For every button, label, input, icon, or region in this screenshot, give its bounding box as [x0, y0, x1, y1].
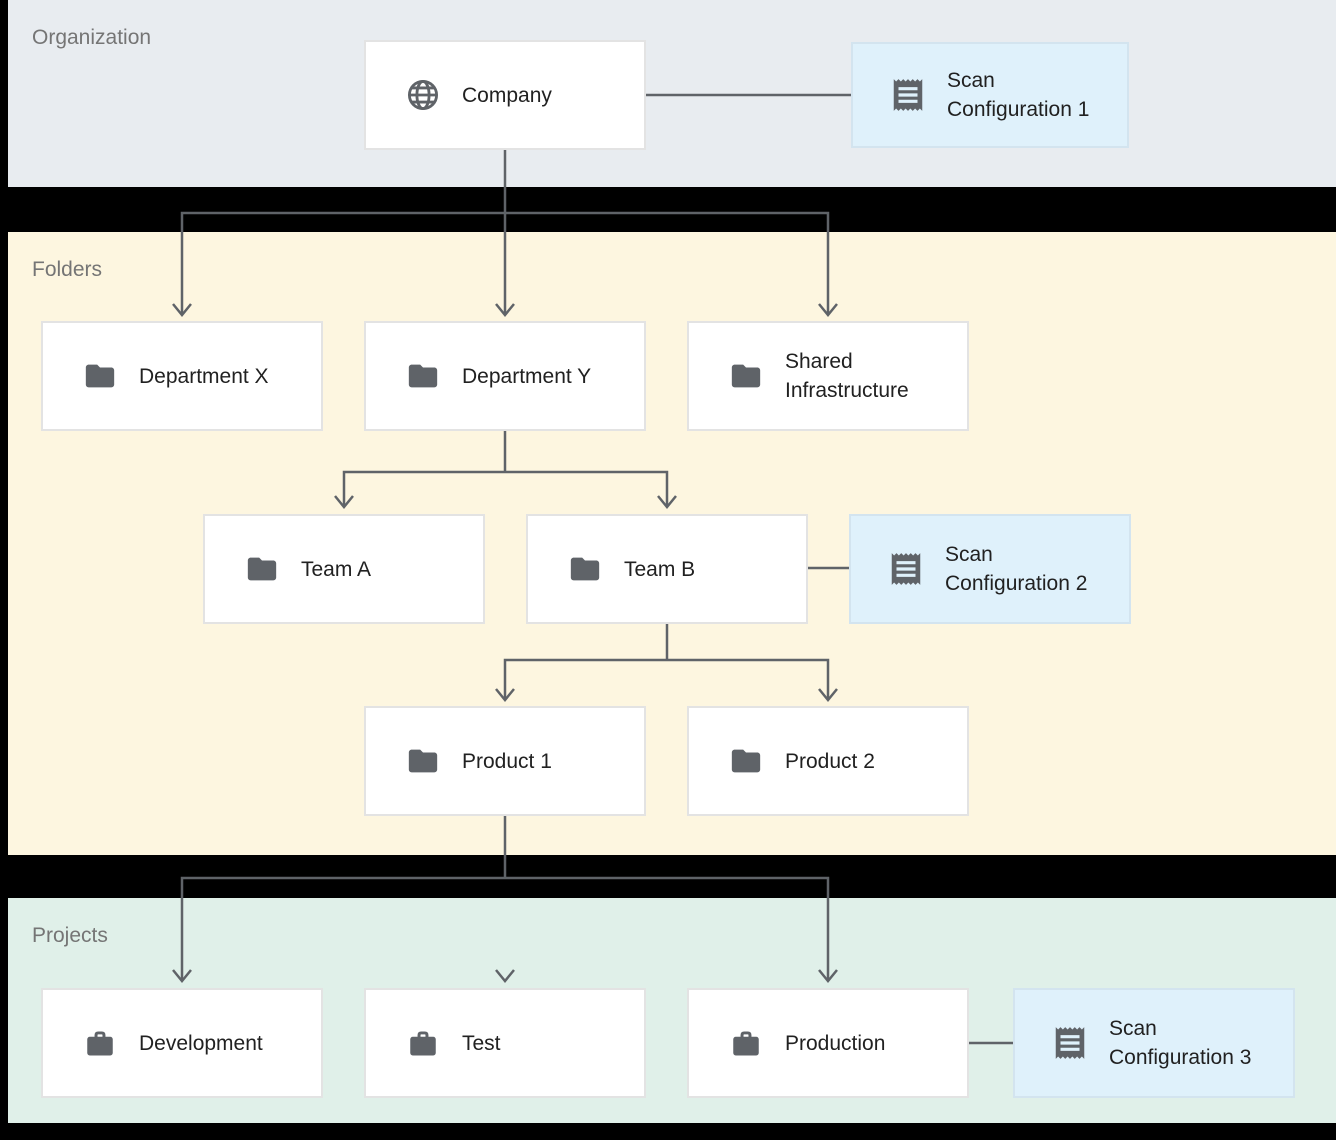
node-test: Test [364, 988, 646, 1098]
arrowhead [495, 969, 515, 983]
node-shared-infrastructure: Shared Infrastructure [687, 321, 969, 431]
node-label: Department X [139, 364, 269, 388]
arrowhead [818, 303, 838, 317]
node-product-2: Product 2 [687, 706, 969, 816]
briefcase-icon [406, 1026, 440, 1060]
arrowhead [657, 495, 677, 509]
node-label: Production [785, 1031, 886, 1055]
node-label: Scan Configuration 3 [1109, 1017, 1252, 1069]
node-company: Company [364, 40, 646, 150]
node-label: Team B [624, 557, 696, 581]
globe-icon [406, 78, 440, 112]
arrowhead [495, 688, 515, 702]
folder-icon [406, 359, 440, 393]
folder-icon [406, 744, 440, 778]
node-label: Department Y [462, 364, 592, 388]
node-team-b: Team B [526, 514, 808, 624]
folders-band-label: Folders [32, 258, 103, 281]
edge-folders-branch [180, 211, 830, 315]
receipt-icon [1051, 1022, 1089, 1064]
node-label: Team A [301, 557, 372, 581]
briefcase-icon [83, 1026, 117, 1060]
node-team-a: Team A [203, 514, 485, 624]
node-department-y: Department Y [364, 321, 646, 431]
briefcase-icon [729, 1026, 763, 1060]
node-scan-configuration-2: Scan Configuration 2 [849, 514, 1131, 624]
organization-band-label: Organization [32, 26, 152, 49]
node-scan-configuration-1: Scan Configuration 1 [851, 42, 1129, 148]
folder-icon [568, 552, 602, 586]
arrowhead [818, 688, 838, 702]
arrowhead [495, 303, 515, 317]
node-label: Product 1 [462, 749, 552, 773]
receipt-icon [889, 74, 927, 116]
folder-icon [83, 359, 117, 393]
node-label: Product 2 [785, 749, 875, 773]
node-department-x: Department X [41, 321, 323, 431]
node-scan-configuration-3: Scan Configuration 3 [1013, 988, 1295, 1098]
edge-teams-branch [342, 470, 669, 507]
edge-projects-branch [180, 876, 830, 981]
arrowhead [818, 969, 838, 983]
node-label: Shared Infrastructure [785, 350, 909, 402]
node-label: Company [462, 83, 552, 107]
arrowhead [334, 495, 354, 509]
arrowhead [172, 969, 192, 983]
node-development: Development [41, 988, 323, 1098]
node-label: Scan Configuration 2 [945, 543, 1088, 595]
receipt-icon [887, 548, 925, 590]
folder-icon [245, 552, 279, 586]
edge-products-branch [503, 658, 830, 700]
node-production: Production [687, 988, 969, 1098]
projects-band-label: Projects [32, 924, 108, 947]
folder-icon [729, 744, 763, 778]
node-label: Test [462, 1031, 501, 1055]
node-label: Scan Configuration 1 [947, 69, 1090, 121]
node-label: Development [139, 1031, 263, 1055]
arrowhead [172, 303, 192, 317]
folder-icon [729, 359, 763, 393]
node-product-1: Product 1 [364, 706, 646, 816]
